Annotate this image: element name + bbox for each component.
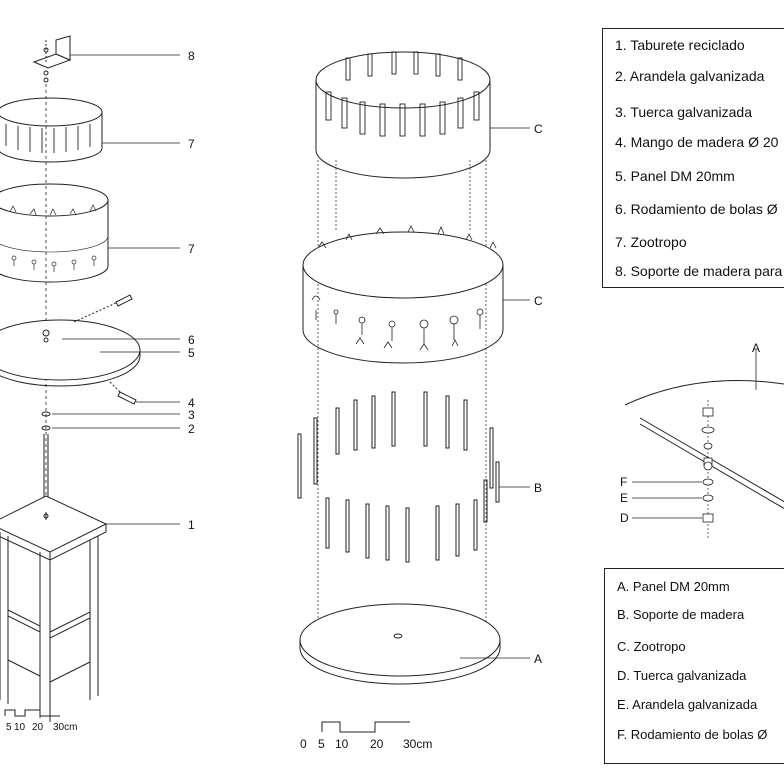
legend-item-5: 5. Panel DM 20mm [615,168,735,184]
callout-7a: 7 [188,137,195,151]
base-panel-a [299,603,501,685]
parts-legend-numbers: 1. Taburete reciclado 2. Arandela galvan… [602,28,784,288]
supports-b [297,391,500,563]
callout-c-mid: C [534,294,543,308]
scale-center-10: 10 [335,737,349,751]
scale-bar-left [4,709,60,717]
legend-item-e: E. Arandela galvanizada [617,697,758,712]
callout-1: 1 [188,518,195,532]
zootrope-c-figures [302,225,504,364]
stool-part-1 [0,495,108,722]
detail-callout-d: D [620,511,629,525]
callout-3: 3 [188,408,195,422]
legend-item-7: 7. Zootropo [615,234,687,250]
legend-item-8: 8. Soporte de madera para [615,263,783,279]
legend-item-1: 1. Taburete reciclado [615,37,745,53]
callout-b: B [534,481,542,495]
zootrope-ring-upper [0,97,103,163]
detail-callout-e: E [620,491,628,505]
scale-center-30: 30cm [403,737,432,751]
scale-center-5: 5 [318,737,325,751]
assembly-guides [317,160,487,640]
callout-6: 6 [188,333,195,347]
callout-2: 2 [188,422,195,436]
scale-bar-center [321,721,410,733]
detail-callout-a: A [752,341,760,355]
callout-a: A [534,652,542,666]
legend-item-2: 2. Arandela galvanizada [615,68,765,84]
legend-item-6: 6. Rodamiento de bolas Ø [615,201,778,217]
scale-center-20: 20 [370,737,384,751]
nut-washer-parts [41,411,51,500]
bracket-part-8 [32,35,72,83]
callout-5: 5 [188,346,195,360]
scale-left-30: 30cm [53,722,77,733]
legend-item-a: A. Panel DM 20mm [617,579,730,594]
legend-item-d: D. Tuerca galvanizada [617,668,747,683]
callout-8: 8 [188,49,195,63]
legend-item-3: 3. Tuerca galvanizada [615,104,752,120]
zootrope-c-top [315,51,491,179]
callout-7b: 7 [188,242,195,256]
zootrope-ring-lower [0,183,109,283]
legend-item-f: F. Rodamiento de bolas Ø [617,727,768,742]
handle-part-4 [73,294,137,405]
scale-left-20: 20 [32,722,44,733]
scale-left-10: 10 [14,722,26,733]
scale-center-0: 0 [300,737,307,751]
scale-left-5: 5 [6,722,12,733]
callout-c-top: C [534,122,543,136]
parts-legend-letters: A. Panel DM 20mm B. Soporte de madera C.… [604,568,784,764]
callout-4: 4 [188,396,195,410]
legend-item-b: B. Soporte de madera [617,607,745,622]
legend-item-4: 4. Mango de madera Ø 20 [615,134,779,150]
detail-callout-f: F [620,475,627,489]
dm-panel-part-5 [0,319,141,387]
legend-item-c: C. Zootropo [617,639,686,654]
detail-view [624,350,784,540]
